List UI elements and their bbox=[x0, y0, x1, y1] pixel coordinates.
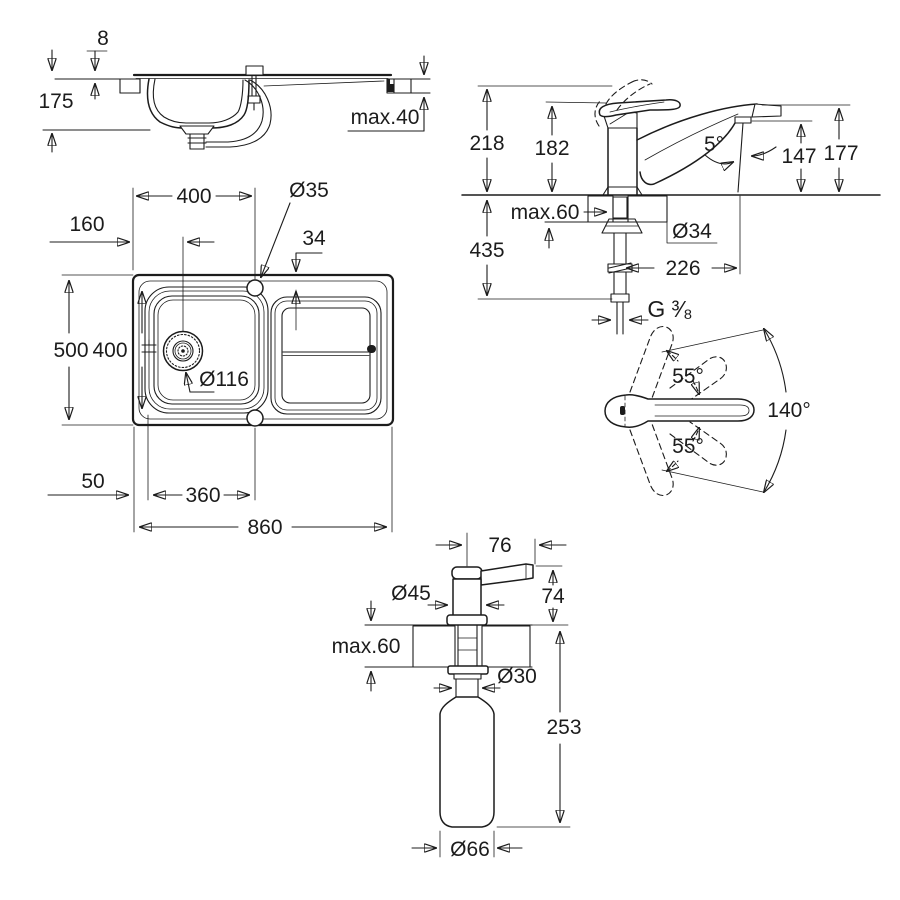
drain-flange bbox=[162, 330, 204, 372]
dim-bowl-360: 360 bbox=[185, 484, 220, 507]
faucet-lever bbox=[598, 99, 681, 118]
dim-sink-rim-height: 8 bbox=[97, 27, 109, 50]
dim-sinktop-400: 400 bbox=[176, 185, 211, 208]
faucet-side-view: 218 182 5° 147 177 max.60 Ø34 435 226 bbox=[461, 79, 881, 335]
dim-disp-45: Ø45 bbox=[391, 582, 431, 605]
dispenser-bottle bbox=[439, 696, 495, 828]
dim-hose-435: 435 bbox=[469, 239, 504, 262]
sink-top-view: 400 160 Ø35 34 500 400 Ø116 50 36 bbox=[47, 179, 395, 539]
dim-total-860: 860 bbox=[247, 516, 282, 539]
dim-margin-50: 50 bbox=[81, 470, 104, 493]
faucet-spout-plan bbox=[604, 394, 755, 428]
dim-faucet-182: 182 bbox=[534, 137, 569, 160]
dispenser-head bbox=[452, 578, 482, 618]
dim-disp-76: 76 bbox=[488, 534, 511, 557]
faucet-hole-bottom bbox=[246, 409, 264, 427]
label-thread-g38: G ³⁄₈ bbox=[647, 296, 692, 322]
dim-hole-dia-35: Ø35 bbox=[289, 179, 329, 202]
dim-sinktop-500: 500 bbox=[53, 339, 88, 362]
dispenser-view: 76 Ø45 74 max.60 bbox=[332, 532, 582, 861]
dim-shank-34: Ø34 bbox=[672, 220, 712, 243]
sink-side-view: 8 175 max.40 bbox=[38, 27, 431, 153]
dim-counter-max60-dispenser: max.60 bbox=[332, 635, 401, 658]
dispenser-spout bbox=[480, 563, 534, 586]
dim-sinktop-160: 160 bbox=[69, 213, 104, 236]
faucet-hole-top bbox=[246, 279, 264, 297]
dim-spout-147: 147 bbox=[781, 145, 816, 168]
dim-reach-226: 226 bbox=[665, 257, 700, 280]
dim-faucet-218: 218 bbox=[469, 132, 504, 155]
dim-offset-34: 34 bbox=[302, 227, 326, 250]
dim-spout-177: 177 bbox=[823, 142, 858, 165]
dim-bowl-400: 400 bbox=[92, 339, 127, 362]
dim-swivel-55-upper: 55° bbox=[672, 365, 704, 388]
dim-disp-253: 253 bbox=[546, 716, 581, 739]
dim-disp-74: 74 bbox=[541, 585, 565, 608]
dim-swivel-55-lower: 55° bbox=[672, 435, 704, 458]
dim-counter-max40: max.40 bbox=[351, 106, 420, 129]
dim-spout-angle-5: 5° bbox=[704, 133, 724, 156]
dim-counter-max60-faucet: max.60 bbox=[511, 201, 580, 224]
dim-disp-66: Ø66 bbox=[450, 838, 490, 861]
faucet-top-view: 55° 55° 140° bbox=[604, 325, 811, 497]
dim-sink-bowl-depth: 175 bbox=[38, 90, 73, 113]
dim-swivel-140: 140° bbox=[767, 399, 810, 422]
dim-drain-116: Ø116 bbox=[199, 368, 249, 391]
dim-disp-30: Ø30 bbox=[497, 665, 537, 688]
